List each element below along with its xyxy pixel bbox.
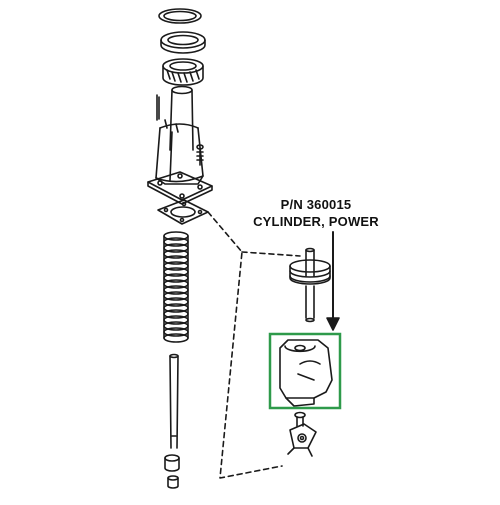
part-number-label: P/N 360015 bbox=[280, 197, 352, 212]
callout-arrow bbox=[326, 231, 340, 331]
part-name-label: CYLINDER, POWER bbox=[253, 214, 379, 229]
dashed-leader bbox=[207, 211, 301, 479]
mounting-bolt bbox=[196, 144, 204, 166]
bottom-fitting bbox=[164, 454, 180, 489]
seal-ring-top bbox=[158, 8, 202, 24]
upper-tube bbox=[156, 85, 194, 151]
column-housing bbox=[155, 123, 204, 185]
highlight-box bbox=[268, 332, 342, 410]
long-shaft bbox=[169, 353, 179, 449]
gasket bbox=[157, 199, 209, 225]
threaded-collar bbox=[162, 58, 204, 86]
power-cylinder bbox=[279, 339, 333, 407]
washer-ring bbox=[160, 31, 206, 54]
lower-bracket bbox=[287, 411, 317, 457]
compression-spring bbox=[163, 231, 189, 343]
piston bbox=[289, 247, 331, 323]
